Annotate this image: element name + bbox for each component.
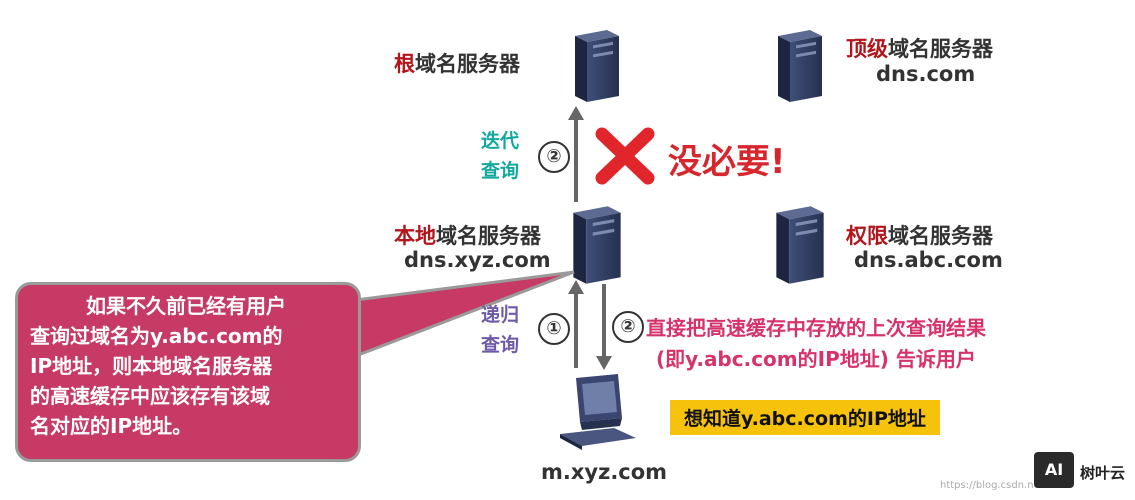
root-server-icon — [562, 26, 632, 106]
tld-highlight: 顶级 — [846, 37, 888, 61]
iterative-arrow — [568, 106, 584, 202]
tld-server-label: 顶级域名服务器 — [846, 33, 993, 63]
local-server-label: 本地域名服务器 — [394, 220, 541, 250]
tld-server-icon — [765, 26, 835, 106]
cross-icon — [595, 127, 655, 185]
callout-bubble: 如果不久前已经有用户 查询过域名为y.abc.com的 IP地址，则本地域名服务… — [15, 282, 361, 462]
watermark-text: https://blog.csdn.net — [940, 480, 1044, 491]
iterative-query-label: 迭代 查询 — [470, 126, 530, 186]
callout-line-1: 如果不久前已经有用户 — [86, 294, 286, 318]
callout-line-2: 查询过域名为y.abc.com的 — [30, 324, 283, 348]
reply-step-number: ② — [612, 311, 644, 343]
ai-logo-text: AI — [1044, 460, 1064, 479]
recursive-line2: 查询 — [480, 334, 519, 356]
callout-line-5: 名对应的IP地址。 — [30, 414, 193, 438]
callout-line-3: IP地址，则本地域名服务器 — [30, 354, 273, 378]
tld-rest: 域名服务器 — [888, 37, 993, 61]
reply-arrow — [596, 284, 612, 370]
client-domain: m.xyz.com — [541, 460, 668, 484]
tld-domain: dns.com — [876, 62, 976, 86]
recursive-query-label: 递归 查询 — [470, 300, 530, 360]
reply-line-1: 直接把高速缓存中存放的上次查询结果 — [646, 316, 986, 340]
local-rest: 域名服务器 — [436, 224, 541, 248]
iterative-line2: 查询 — [480, 160, 519, 182]
iterative-line1: 迭代 — [480, 130, 519, 152]
recursive-step-number: ① — [538, 313, 570, 345]
local-highlight: 本地 — [394, 224, 436, 248]
auth-rest: 域名服务器 — [888, 224, 993, 248]
logo-name: 树叶云 — [1080, 464, 1126, 482]
auth-domain: dns.abc.com — [854, 248, 1003, 272]
recursive-line1: 递归 — [480, 304, 519, 326]
callout-line-4: 的高速缓存中应该存有该域 — [30, 384, 270, 408]
auth-server-label: 权限域名服务器 — [846, 220, 993, 250]
reply-line-2: (即y.abc.com的IP地址) 告诉用户 — [656, 347, 976, 371]
local-domain: dns.xyz.com — [404, 248, 551, 272]
auth-highlight: 权限 — [846, 224, 888, 248]
ai-logo-badge: AI — [1034, 452, 1074, 488]
root-server-label: 根域名服务器 — [394, 48, 520, 78]
auth-server-icon — [765, 202, 835, 288]
client-question: 想知道y.abc.com的IP地址 — [670, 400, 940, 435]
recursive-arrow — [568, 280, 584, 368]
iterative-step-number: ② — [538, 141, 570, 173]
root-highlight: 根 — [394, 52, 415, 76]
not-needed-text: 没必要! — [668, 142, 786, 182]
computer-icon — [560, 374, 636, 450]
root-rest: 域名服务器 — [415, 52, 520, 76]
